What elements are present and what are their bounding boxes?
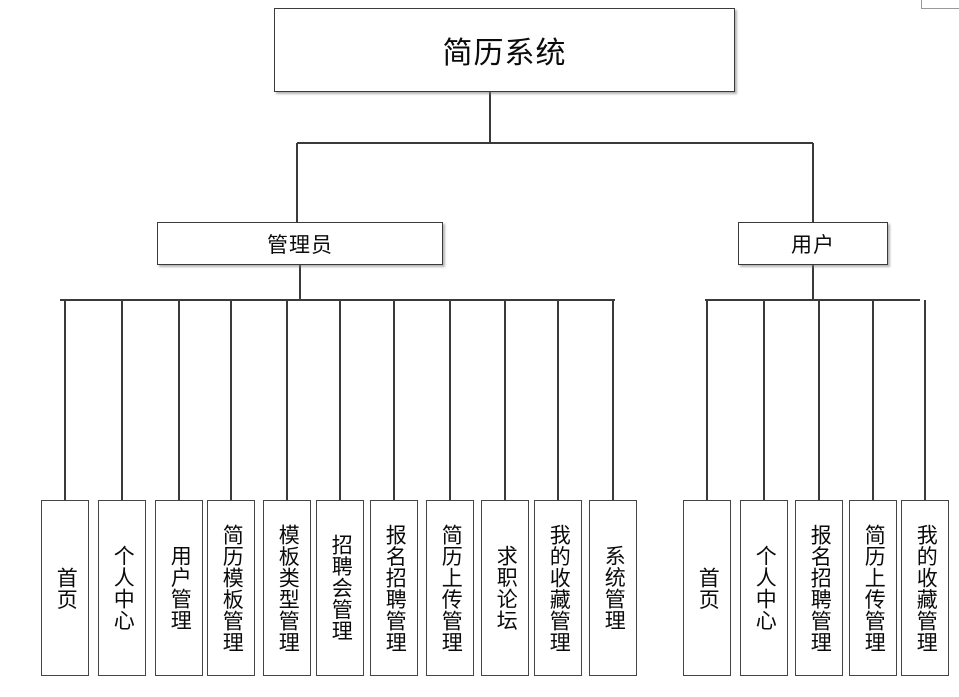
node-leaf-label: 个人中心 bbox=[753, 545, 777, 631]
node-leaf[interactable]: 首页 bbox=[41, 500, 89, 676]
node-leaf-label: 简历上传管理 bbox=[862, 523, 886, 653]
node-leaf[interactable]: 个人中心 bbox=[740, 500, 788, 676]
node-leaf[interactable]: 招聘会管理 bbox=[316, 500, 364, 676]
node-leaf-label: 简历模板管理 bbox=[220, 523, 244, 653]
node-leaf-label: 我的收藏管理 bbox=[547, 523, 571, 653]
node-leaf-label: 求职论坛 bbox=[494, 545, 518, 631]
node-leaf-label: 系统管理 bbox=[602, 545, 626, 631]
node-leaf-label: 简历上传管理 bbox=[439, 523, 463, 653]
node-leaf[interactable]: 模板类型管理 bbox=[263, 500, 311, 676]
node-root-label: 简历系统 bbox=[442, 37, 567, 70]
top-right-corner-mark bbox=[921, 0, 959, 9]
node-leaf[interactable]: 个人中心 bbox=[98, 500, 146, 676]
node-branch-admin-label: 管理员 bbox=[267, 233, 333, 257]
node-leaf[interactable]: 求职论坛 bbox=[481, 500, 529, 676]
node-leaf[interactable]: 我的收藏管理 bbox=[534, 500, 582, 676]
node-root[interactable]: 简历系统 bbox=[274, 8, 735, 92]
node-branch-user-label: 用户 bbox=[791, 233, 835, 257]
node-leaf-label: 报名招聘管理 bbox=[383, 523, 407, 653]
node-leaf-label: 模板类型管理 bbox=[276, 523, 300, 653]
node-leaf[interactable]: 简历上传管理 bbox=[849, 500, 897, 676]
node-leaf[interactable]: 简历上传管理 bbox=[426, 500, 474, 676]
node-leaf-label: 招聘会管理 bbox=[329, 534, 353, 642]
node-branch-admin[interactable]: 管理员 bbox=[157, 222, 443, 265]
node-leaf-label: 报名招聘管理 bbox=[808, 523, 832, 653]
node-leaf[interactable]: 首页 bbox=[683, 500, 731, 676]
node-leaf[interactable]: 我的收藏管理 bbox=[901, 500, 949, 676]
node-leaf[interactable]: 报名招聘管理 bbox=[795, 500, 843, 676]
node-leaf-label: 首页 bbox=[54, 566, 78, 610]
node-leaf[interactable]: 用户管理 bbox=[155, 500, 203, 676]
node-leaf[interactable]: 简历模板管理 bbox=[207, 500, 255, 676]
node-leaf-label: 首页 bbox=[696, 566, 720, 610]
node-leaf-label: 个人中心 bbox=[111, 545, 135, 631]
node-branch-user[interactable]: 用户 bbox=[738, 222, 888, 265]
node-leaf-label: 我的收藏管理 bbox=[914, 523, 938, 653]
node-leaf[interactable]: 系统管理 bbox=[589, 500, 637, 676]
node-leaf-label: 用户管理 bbox=[168, 545, 192, 631]
node-leaf[interactable]: 报名招聘管理 bbox=[370, 500, 418, 676]
